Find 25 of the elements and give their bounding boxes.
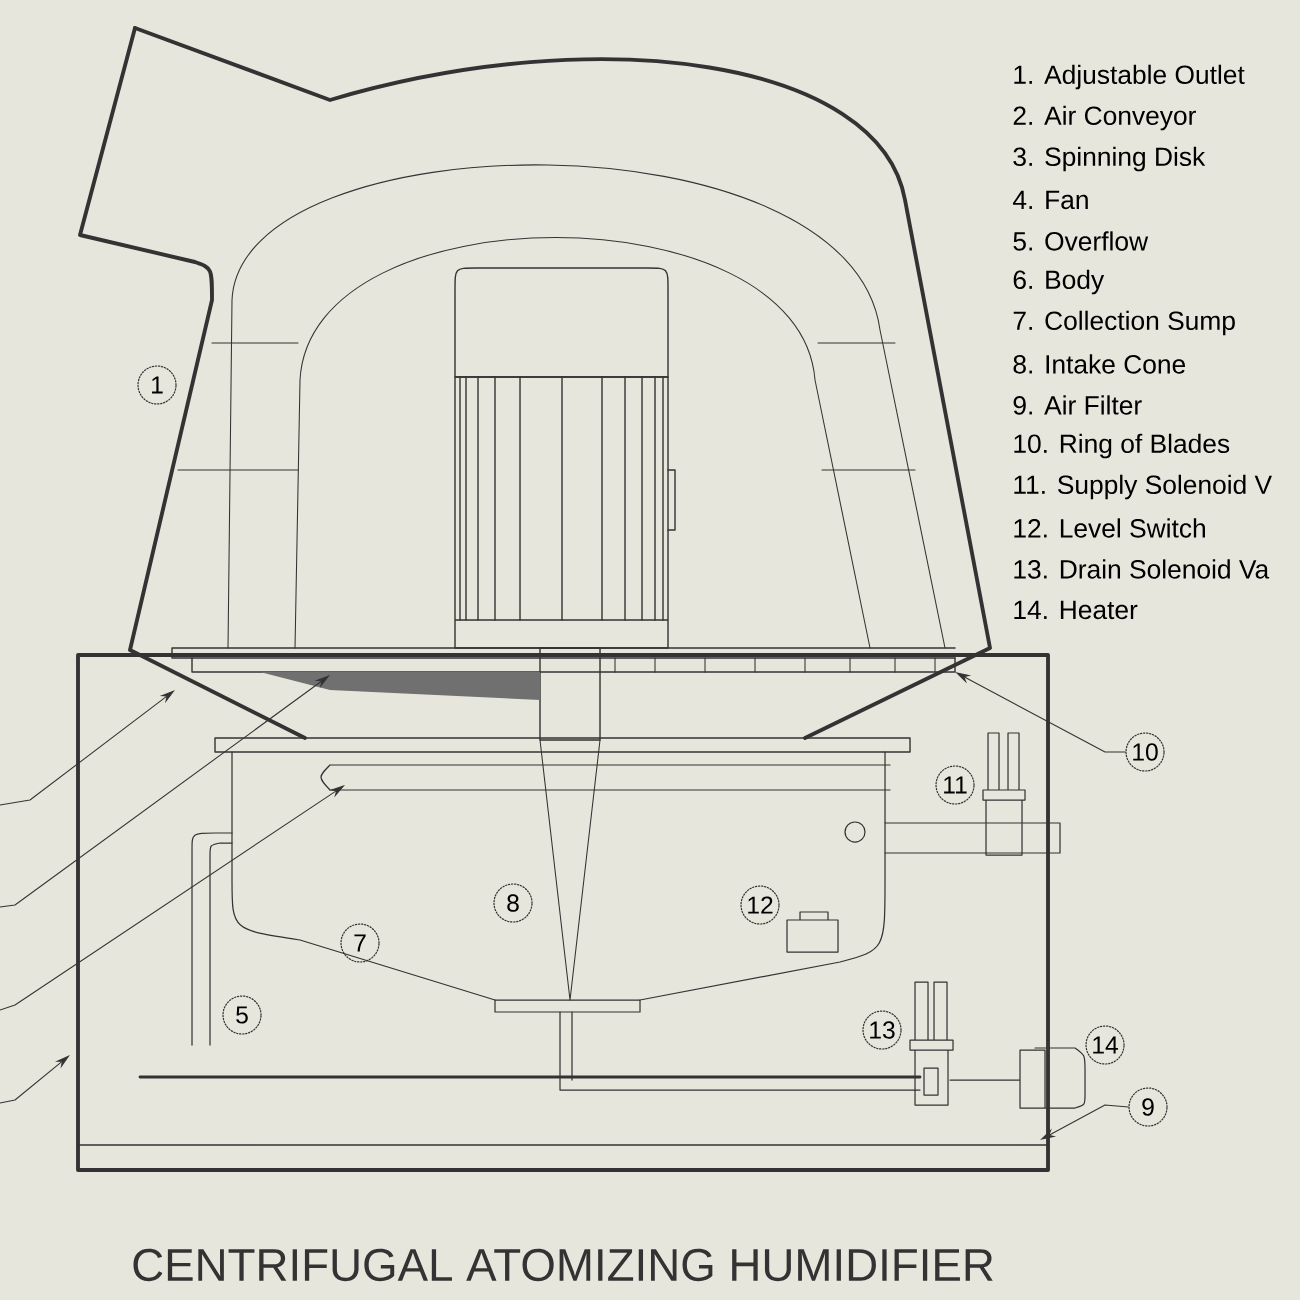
callout-number: 8 (493, 883, 533, 923)
callout-number: 9 (1128, 1087, 1168, 1127)
callout-number: 13 (862, 1010, 902, 1050)
callout-number: 11 (935, 765, 975, 805)
legend-item: 2. Air Conveyor (1013, 105, 1196, 131)
legend-item: 8. Intake Cone (1013, 354, 1186, 374)
legend-item: 5. Overflow (1013, 231, 1149, 251)
legend-item: 11. Supply Solenoid V (1014, 474, 1272, 500)
legend-item: 14. Heater (1014, 600, 1138, 620)
legend-item: 3. Spinning Disk (1013, 146, 1206, 172)
legend-item: 9. Air Filter (1013, 395, 1142, 415)
callout-number: 12 (740, 885, 780, 925)
callout-number: 10 (1125, 732, 1165, 772)
callout-number: 1 (137, 365, 177, 405)
title: CENTRIFUGAL ATOMIZING HUMIDIFIER (133, 1248, 993, 1282)
legend-item: 7. Collection Sump (1013, 310, 1235, 336)
callout-number: 7 (340, 923, 380, 963)
callout-number: 5 (222, 995, 262, 1035)
legend-item: 13. Drain Solenoid Va (1014, 559, 1270, 579)
legend-item: 4. Fan (1013, 190, 1088, 210)
legend-item: 1. Adjustable Outlet (1014, 64, 1245, 90)
legend-item: 6. Body (1013, 269, 1105, 295)
legend-item: 12. Level Switch (1014, 518, 1205, 538)
legend-item: 10. Ring of Blades (1014, 433, 1230, 459)
callout-number: 14 (1085, 1025, 1125, 1065)
